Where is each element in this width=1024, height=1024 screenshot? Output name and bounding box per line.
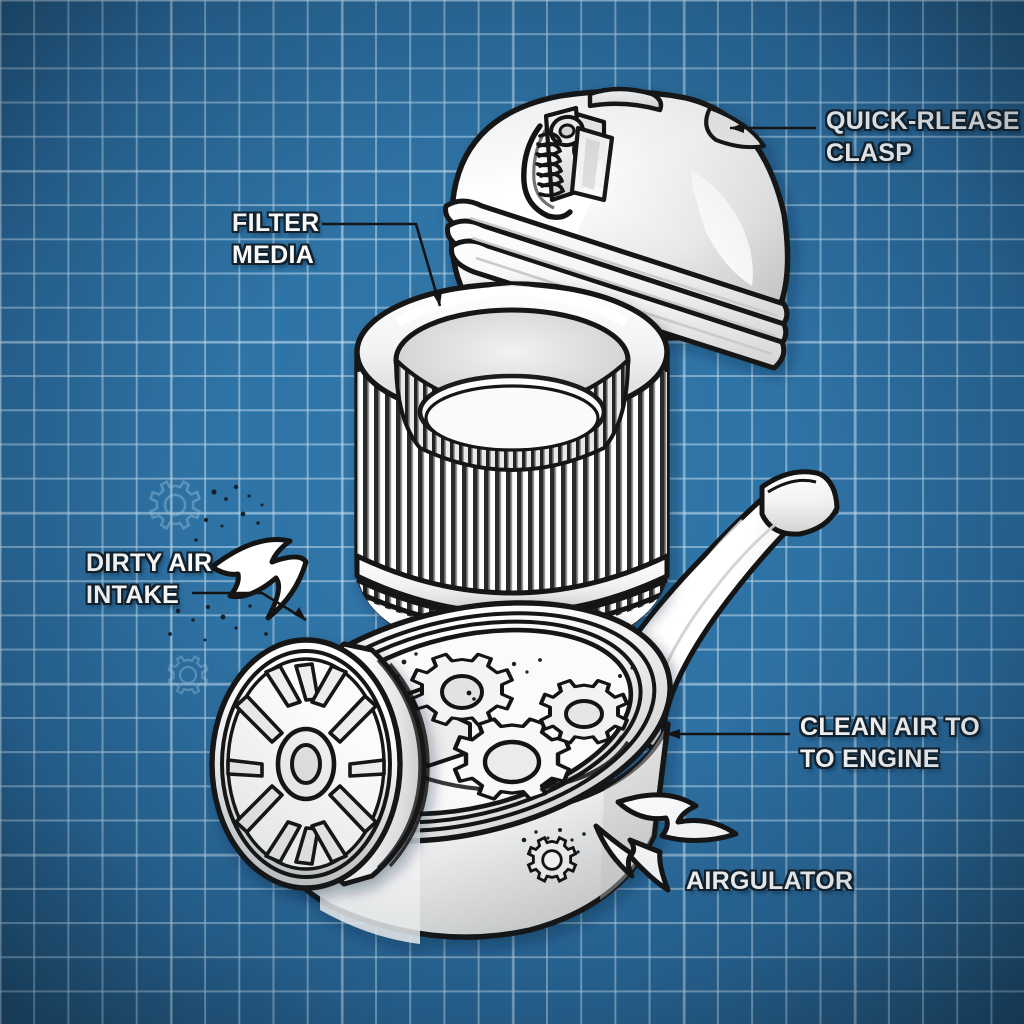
leader-line-quick-release: [730, 123, 816, 133]
ghost-gear-decor: [149, 479, 209, 695]
arrow-dirty-air: [209, 536, 309, 621]
impeller-fan: [209, 637, 430, 891]
surface-gear-decor: [521, 828, 586, 883]
leader-line-dirty-air: [192, 591, 307, 622]
leader-line-clean-air: [666, 729, 790, 739]
dirt-specks-intake: [154, 484, 268, 642]
arrow-airgulator: [593, 823, 671, 893]
arrow-clean-air: [615, 792, 739, 844]
leader-line-filter-media: [322, 222, 442, 307]
quick-release-clasp: [521, 105, 615, 221]
